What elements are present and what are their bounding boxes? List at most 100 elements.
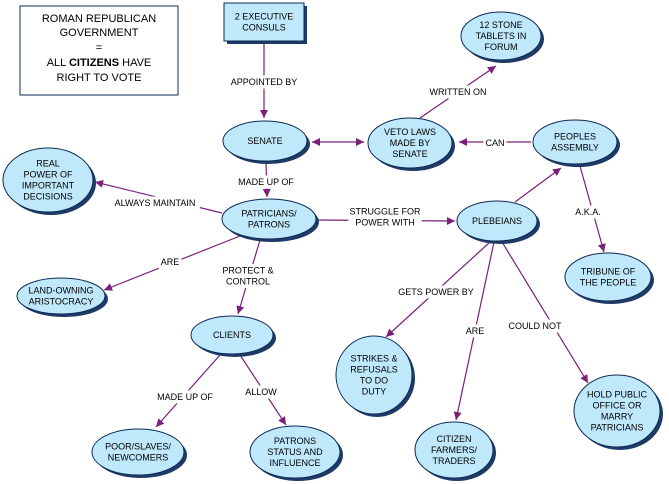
edge-label-assembly-veto: CAN [483, 136, 507, 150]
title-line-2: GOVERNMENT [60, 27, 139, 39]
node-label: POWER OF [24, 170, 74, 180]
title-box: ROMAN REPUBLICAN GOVERNMENT = ALL CITIZE… [19, 5, 179, 96]
node-label: CONSULS [242, 23, 286, 33]
edge-label-bg [427, 85, 489, 99]
node-label: PEOPLES [554, 132, 596, 142]
node-oval [16, 277, 106, 315]
node-label: TRIBUNE OF [581, 267, 636, 277]
arrowhead-icon [459, 138, 467, 146]
node-label: PATRICIANS [591, 423, 644, 433]
arrowhead-icon [104, 283, 113, 291]
title-line-4-suffix: HAVE [119, 57, 151, 69]
edge-label-text: ARE [466, 326, 485, 336]
node-clients: CLIENTS [190, 315, 276, 357]
node-box [223, 2, 305, 42]
arrowhead-icon [453, 411, 462, 420]
edge-label-assembly-tribune: A.K.A. [568, 205, 608, 219]
node-label: CITIZEN [437, 434, 472, 444]
edge-label-bg [483, 136, 507, 150]
node-poor: POOR/SLAVES/NEWCOMERS [91, 428, 187, 478]
edge-label-text: APPOINTED BY [231, 77, 298, 87]
title-line-1: ROMAN REPUBLICAN [42, 13, 156, 25]
node-label: MADE BY [390, 138, 431, 148]
edge-line [501, 241, 589, 384]
node-label: INFLUENCE [269, 458, 320, 468]
edge-label-bg [244, 385, 278, 399]
edge-label-consuls-senate: APPOINTED BY [227, 75, 301, 89]
node-label: NEWCOMERS [108, 453, 169, 463]
node-label: ASSEMBLY [551, 143, 599, 153]
edge-label-bg [396, 285, 476, 299]
arrowhead-icon [262, 188, 271, 197]
edge-label-text: MADE UP OF [157, 392, 213, 402]
arrowhead-icon [156, 418, 165, 427]
node-label: DECISIONS [23, 192, 73, 202]
node-label: TO DO [360, 376, 388, 386]
node-plebeians: PLEBEIANS [456, 200, 540, 244]
node-label: VETO LAWS [384, 127, 436, 137]
edge-label-bg [154, 390, 216, 404]
node-label: REAL [36, 159, 60, 169]
edge-senate-veto [312, 138, 364, 146]
edge-label-text: WRITTEN ON [430, 87, 487, 97]
edge-label-text: COULD NOT [508, 321, 562, 331]
node-label: PATRONS [274, 436, 316, 446]
edge-label-bg [506, 319, 564, 333]
node-patricians: PATRICIANS/PATRONS [221, 198, 319, 242]
node-oval [456, 200, 538, 242]
node-label: TRADERS [432, 456, 475, 466]
node-oval [222, 120, 308, 162]
node-oval [460, 11, 542, 61]
arrowhead-icon [312, 138, 320, 146]
edge-label-veto-tablets: WRITTEN ON [427, 85, 489, 99]
title-line-4: ALL CITIZENS HAVE [47, 57, 152, 69]
arrowhead-icon [487, 66, 496, 74]
arrowhead-icon [260, 110, 268, 118]
node-oval [190, 315, 274, 355]
edge-label-plebeians-farmers: ARE [463, 324, 487, 338]
edge-label-text: PROTECT & [222, 266, 273, 276]
edge-label-text: GETS POWER BY [398, 287, 474, 297]
arrowhead-icon [95, 180, 104, 188]
edge-label-clients-status: ALLOW [244, 385, 278, 399]
arrowhead-icon [356, 138, 364, 146]
node-label: MARRY [601, 412, 633, 422]
node-label: HOLD PUBLIC [587, 390, 648, 400]
node-label: THE PEOPLE [580, 278, 637, 288]
node-oval [564, 252, 652, 302]
arrowhead-icon [580, 374, 588, 383]
edge-label-clients-poor: MADE UP OF [154, 390, 216, 404]
node-label: DUTY [362, 387, 387, 397]
edge-label-text: CONTROL [226, 277, 270, 287]
edge-label-text: ARE [161, 257, 180, 267]
title-line-5: RIGHT TO VOTE [57, 72, 142, 84]
edge-label-bg [235, 175, 297, 189]
arrowhead-icon [446, 216, 455, 225]
edge-label-plebeians-strikes: GETS POWER BY [396, 285, 476, 299]
edge-label-text: CAN [485, 138, 504, 148]
node-label: STRIKES & [350, 354, 397, 364]
arrowhead-icon [552, 168, 561, 176]
node-oval [573, 374, 661, 448]
title-line-4-bold: CITIZENS [69, 57, 119, 69]
node-label: FORUM [485, 42, 518, 52]
node-label: SENATE [392, 149, 427, 159]
title-line-3: = [96, 42, 102, 54]
edge-label-plebeians-holdoffice: COULD NOT [506, 319, 564, 333]
edge-plebeians-assembly [514, 167, 562, 203]
edge-label-bg [227, 75, 301, 89]
edge-label-senate-patricians: MADE UP OF [235, 175, 297, 189]
edge-label-text: ALLOW [245, 387, 277, 397]
node-label: PATRONS [248, 220, 290, 230]
node-label: REFUSALS [350, 365, 398, 375]
node-oval [91, 428, 185, 476]
edge-label-bg [568, 205, 608, 219]
edge-label-text: ALWAYS MAINTAIN [115, 198, 196, 208]
